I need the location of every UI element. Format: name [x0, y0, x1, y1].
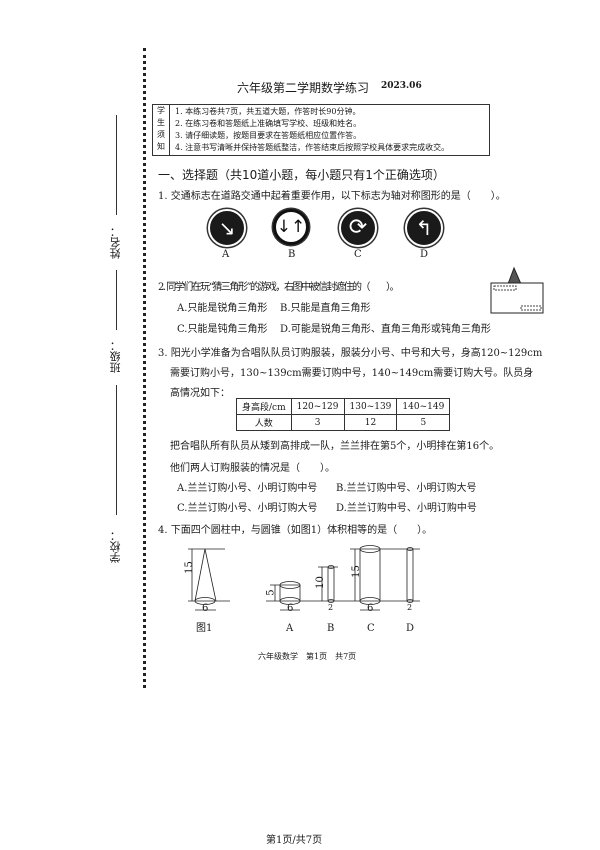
cyl-d-diameter: 2 [407, 603, 413, 612]
notice-item: 2. 在练习卷和答题纸上准确填写学校、班级和姓名。 [175, 119, 362, 128]
cyl-d-label: D [406, 623, 415, 634]
notice-item: 3. 请仔细读题，按题目要求在答题纸相应位置作答。 [175, 131, 362, 140]
table-cell: 130~139 [343, 398, 398, 415]
table-cell: 120~129 [290, 398, 345, 415]
table-cell: 140~149 [396, 398, 451, 415]
q2-option-a: A.只能是锐角三角形 [177, 303, 268, 314]
school-line [116, 385, 117, 515]
exam-date: 2023.06 [381, 81, 422, 91]
viewer-page-indicator: 第1页/共7页 [266, 835, 323, 846]
notice-label-char: 知 [157, 142, 165, 151]
table-cell: 5 [396, 414, 451, 431]
q3-option-c: C.兰兰订购小号、小明订购大号 [177, 503, 318, 514]
q4-figures [188, 545, 420, 611]
q3-text: 需要订购小号，130~139cm需要订购中号，140~149cm需要订购大号。队… [170, 368, 534, 379]
cylinder-d [406, 547, 414, 603]
name-line [116, 115, 117, 215]
cyl-b-height: 10 [314, 576, 326, 589]
two-way-arrows-icon: ↓↑ [273, 209, 309, 245]
sign-label: B [288, 249, 296, 260]
q3-option-b: B.兰兰订购中号、小明订购大号 [336, 483, 477, 494]
q3-text: 高情况如下： [170, 388, 230, 399]
q1-text: 1. 交通标志在道路交通中起着重要作用，以下标志为轴对称图形的是（ ）。 [158, 191, 506, 202]
table-header-row: 身高段/cm 120~129 130~139 140~149 [236, 398, 451, 415]
table-cell: 身高段/cm [236, 398, 292, 415]
q3-text2: 把合唱队所有队员从矮到高排成一队，兰兰排在第5个，小明排在第16个。 [170, 441, 500, 452]
class-line [116, 270, 117, 330]
notice-item: 4. 注意书写清晰并保持答题纸整洁，作答结束后按照学校具体要求完成收交。 [175, 143, 450, 152]
q2-option-d: D.可能是锐角三角形、直角三角形或钝角三角形 [280, 324, 491, 335]
sign-label: C [354, 249, 362, 260]
page-footer: 六年级数学 第1页 共7页 [258, 652, 357, 661]
q2-option-b: B.只能是直角三角形 [280, 303, 371, 314]
table-row: 人数 3 12 5 [236, 414, 451, 431]
height-table: 身高段/cm 120~129 130~139 140~149 人数 3 12 5 [236, 398, 451, 431]
envelope-triangle-figure [490, 266, 544, 314]
cylinder-a [266, 581, 420, 611]
notice-label-char: 生 [157, 118, 165, 127]
cone-label: 图1 [196, 623, 213, 634]
cylinder-b [318, 565, 338, 603]
class-label: 班级： [109, 340, 122, 373]
binding-dotted-line [143, 48, 146, 688]
cyl-b-label: B [327, 623, 335, 634]
q4-text: 4. 下面四个圆柱中，与圆锥（如图1）体积相等的是（ ）。 [158, 525, 433, 536]
notice-box: 学 生 须 知 1. 本练习卷共7页，共五道大题，作答时长90分钟。 2. 在练… [152, 104, 490, 156]
cyl-a-label: A [286, 623, 294, 634]
cyl-c-height: 15 [350, 565, 362, 578]
q2-option-c: C.只能是钝角三角形 [177, 324, 268, 335]
cyl-c-label: C [367, 623, 375, 634]
cone-figure [188, 548, 230, 611]
cyl-a-diameter: 6 [287, 603, 294, 614]
table-cell: 3 [290, 414, 345, 431]
cyl-a-height: 5 [265, 589, 277, 596]
name-label: 姓名： [109, 226, 122, 259]
sign-label: A [222, 249, 230, 260]
notice-label-char: 须 [157, 130, 165, 139]
cyl-b-diameter: 2 [328, 603, 334, 612]
cone-diameter: 6 [202, 603, 209, 614]
cylinder-c [350, 545, 420, 611]
section-heading: 一、选择题（共10道小题，每小题只有1个正确选项） [158, 168, 445, 182]
q3-option-d: D.兰兰订购中号、小明订购中号 [336, 503, 477, 514]
q2-text: 2. 同学们在玩“猜三角形”的游戏，右图中被信封遮住的（ ）。 [158, 282, 399, 293]
table-cell: 人数 [236, 414, 292, 431]
q3-option-a: A.兰兰订购小号、小明订购中号 [177, 483, 318, 494]
turn-left-icon: ↰ [405, 209, 443, 247]
q3-text3: 他们两人订购服装的情况是（ ）。 [170, 463, 335, 474]
notice-label: 学 生 须 知 [153, 105, 170, 155]
roundabout-icon: ⟳ [339, 209, 377, 247]
table-cell: 12 [343, 414, 398, 431]
sign-label: D [420, 249, 429, 260]
notice-label-char: 学 [157, 106, 165, 115]
q3-text: 3. 阳光小学准备为合唱队队员订购服装，服装分小号、中号和大号，身高120~12… [158, 348, 543, 359]
school-label: 学校： [109, 530, 122, 563]
cone-height: 15 [183, 561, 195, 574]
notice-item: 1. 本练习卷共7页，共五道大题，作答时长90分钟。 [175, 107, 361, 116]
cyl-c-diameter: 6 [367, 603, 374, 614]
page-title: 六年级第二学期数学练习 [237, 81, 370, 95]
arrow-down-right-icon: ↘ [208, 209, 246, 247]
